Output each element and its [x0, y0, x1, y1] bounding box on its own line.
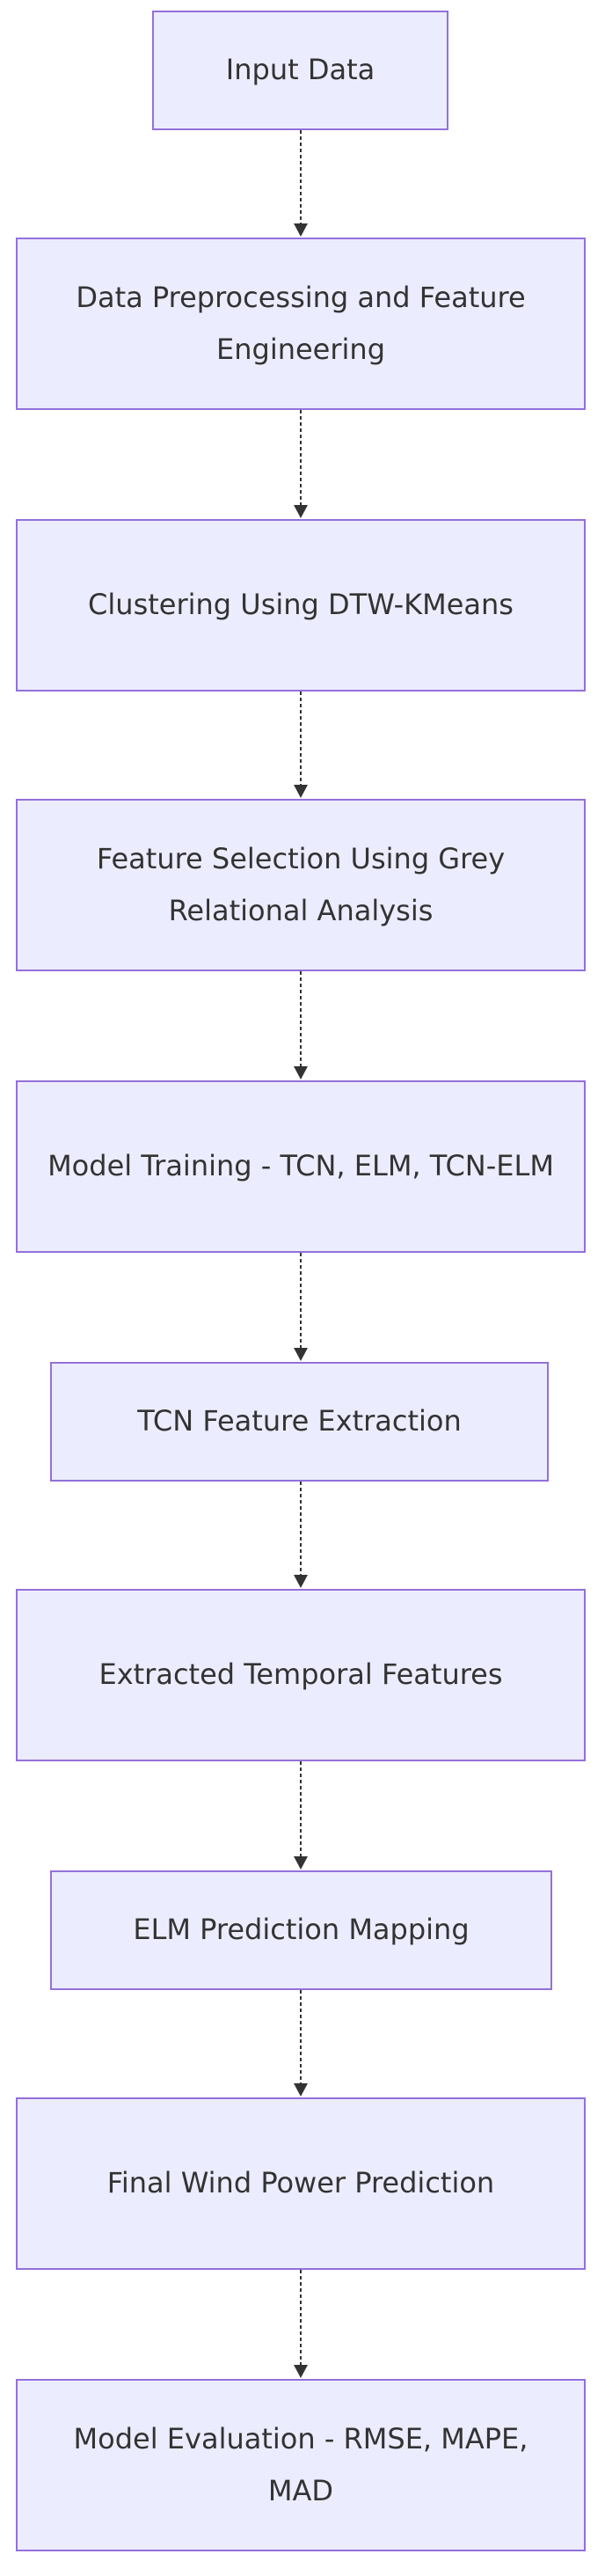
node-label: ELM Prediction Mapping [133, 1913, 470, 1947]
arrowhead-icon [294, 785, 308, 798]
edge-final-prediction-to-model-evaluation [294, 2270, 308, 2378]
node-clustering: Clustering Using DTW-KMeans [16, 519, 586, 692]
edge-elm-prediction-to-final-prediction [294, 1990, 308, 2097]
edge-tcn-feature-extraction-to-extracted-features [294, 1482, 308, 1588]
arrowhead-icon [294, 2365, 308, 2378]
node-label: Extracted Temporal Features [98, 1658, 503, 1692]
arrowhead-icon [294, 223, 308, 237]
node-label: Clustering Using DTW-KMeans [88, 588, 514, 622]
node-elm-prediction: ELM Prediction Mapping [50, 1870, 552, 1990]
arrowhead-icon [294, 2083, 308, 2097]
node-label: Data Preprocessing and Feature Engineeri… [76, 280, 526, 366]
arrowhead-icon [294, 505, 308, 518]
node-label: Feature Selection Using Grey Relational … [96, 841, 506, 927]
node-tcn-feature-extraction: TCN Feature Extraction [50, 1362, 549, 1482]
node-label: Input Data [225, 53, 375, 87]
edge-extracted-features-to-elm-prediction [294, 1761, 308, 1870]
node-data-preprocessing: Data Preprocessing and Feature Engineeri… [16, 238, 586, 410]
node-label: Final Wind Power Prediction [106, 2166, 495, 2200]
node-extracted-features: Extracted Temporal Features [16, 1589, 586, 1761]
node-input-data: Input Data [152, 11, 448, 130]
edge-model-training-to-tcn-feature-extraction [294, 1253, 308, 1361]
edge-clustering-to-feature-selection [294, 692, 308, 798]
edge-feature-selection-to-model-training [294, 971, 308, 1079]
edge-input-data-to-data-preprocessing [294, 130, 308, 237]
arrowhead-icon [294, 1066, 308, 1079]
arrowhead-icon [294, 1856, 308, 1870]
arrowhead-icon [294, 1575, 308, 1588]
node-label: TCN Feature Extraction [137, 1404, 462, 1438]
edge-data-preprocessing-to-clustering [294, 410, 308, 518]
node-feature-selection: Feature Selection Using Grey Relational … [16, 799, 586, 971]
node-label: Model Evaluation - RMSE, MAPE, MAD [73, 2421, 528, 2507]
node-model-evaluation: Model Evaluation - RMSE, MAPE, MAD [16, 2379, 586, 2551]
node-label: Model Training - TCN, ELM, TCN-ELM [47, 1149, 554, 1183]
arrowhead-icon [294, 1348, 308, 1361]
node-model-training: Model Training - TCN, ELM, TCN-ELM [16, 1080, 586, 1253]
node-final-prediction: Final Wind Power Prediction [16, 2097, 586, 2270]
